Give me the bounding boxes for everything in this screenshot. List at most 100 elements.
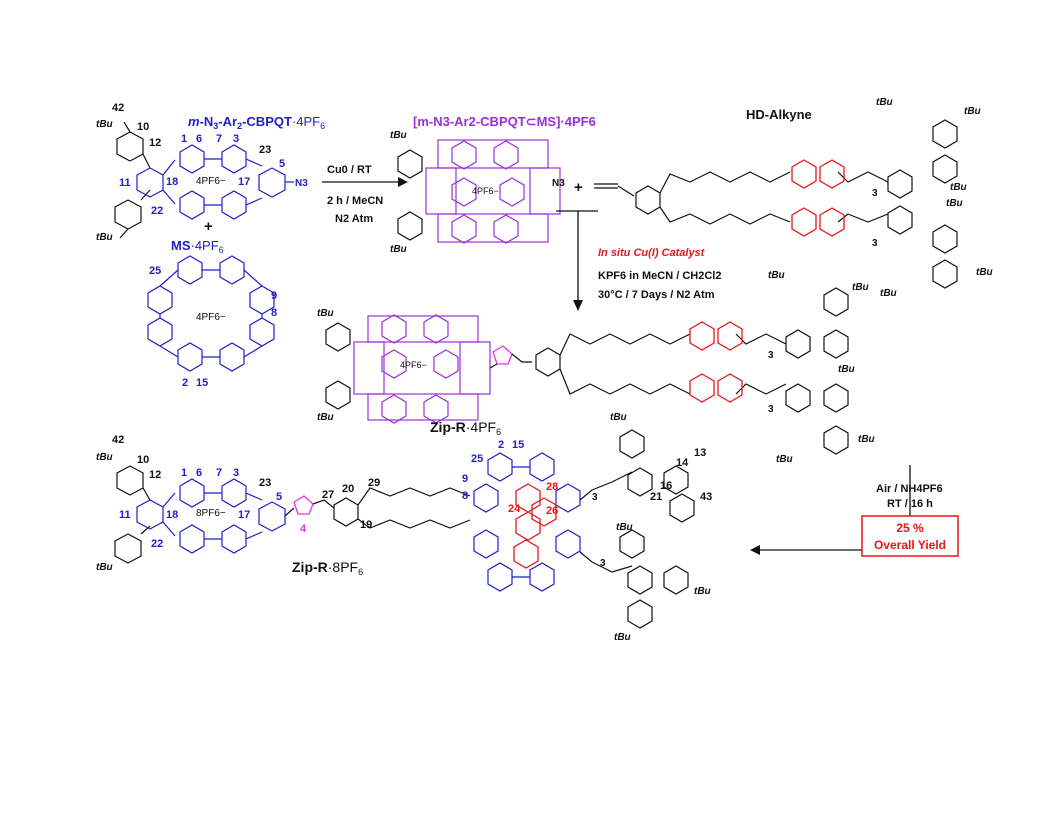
tbu-label: tBu: [614, 632, 631, 643]
zip4-structure: 4PF6− 3 3 tBu tBu tBu tBu tBu tBu tBu Zi…: [317, 270, 875, 465]
counterion-4pf6: 4PF6−: [472, 186, 499, 196]
locant-25: 25: [471, 453, 483, 465]
step2-catalyst: In situ Cu(I) Catalyst: [598, 247, 706, 259]
locant-23: 23: [259, 477, 271, 489]
locant-27: 27: [322, 489, 334, 501]
locant-18: 18: [166, 509, 178, 521]
tbu-label: tBu: [880, 288, 897, 299]
locant-1: 1: [181, 133, 187, 145]
step1-condition-2: 2 h / MeCN: [327, 195, 383, 207]
locant-3: 3: [233, 133, 239, 145]
cbpqt-title: m-N3-Ar2-CBPQT·4PF6: [188, 114, 325, 131]
locant-28: 28: [546, 481, 558, 493]
step2-condition-2: 30°C / 7 Days / N2 Atm: [598, 289, 715, 301]
tbu-label: tBu: [858, 434, 875, 445]
counterion-8pf6: 8PF6−: [196, 508, 226, 519]
zip4-title: Zip-R·4PF6: [430, 419, 501, 437]
locant-1: 1: [181, 467, 187, 479]
locant-22: 22: [151, 205, 163, 217]
tbu-label: tBu: [694, 586, 711, 597]
locant-12: 12: [149, 469, 161, 481]
zip8-structure: 42 tBu 10 12 1 6 7 3 23 5 27 20 29 19 11…: [96, 412, 712, 643]
locant-3: 3: [233, 467, 239, 479]
tbu-label: tBu: [852, 282, 869, 293]
tbu-label: tBu: [616, 522, 633, 533]
locant-16: 16: [660, 480, 672, 492]
step1-condition-3: N2 Atm: [335, 213, 373, 225]
locant-7: 7: [216, 467, 222, 479]
repeat-index: 3: [872, 238, 878, 249]
locant-9: 9: [271, 290, 277, 302]
tbu-label: tBu: [96, 119, 113, 130]
tbu-label: tBu: [838, 364, 855, 375]
yield-label: Overall Yield: [874, 538, 946, 552]
cbpqt-structure: m-N3-Ar2-CBPQT·4PF6: [96, 102, 325, 243]
locant-8: 8: [271, 307, 277, 319]
tbu-label: tBu: [768, 270, 785, 281]
repeat-index: 3: [872, 188, 878, 199]
tbu-label: tBu: [950, 182, 967, 193]
tbu-label: tBu: [610, 412, 627, 423]
repeat-index: 3: [600, 558, 606, 569]
repeat-index: 3: [768, 350, 774, 361]
locant-18: 18: [166, 176, 178, 188]
locant-5: 5: [279, 158, 285, 170]
locant-42: 42: [112, 102, 124, 114]
locant-9: 9: [462, 473, 468, 485]
locant-29: 29: [368, 477, 380, 489]
tbu-label: tBu: [390, 244, 407, 255]
locant-14: 14: [676, 457, 689, 469]
locant-12: 12: [149, 137, 161, 149]
locant-17: 17: [238, 176, 250, 188]
ms-structure: MS·4PF6 25 9 8 2 15 4PF6−: [147, 238, 277, 389]
yield-value: 25 %: [896, 521, 924, 535]
step2-condition-1: KPF6 in MeCN / CH2Cl2: [598, 270, 721, 282]
locant-6: 6: [196, 467, 202, 479]
step3-condition-2: RT / 16 h: [887, 498, 933, 510]
locant-43: 43: [700, 491, 712, 503]
counterion-4pf6: 4PF6−: [400, 360, 427, 370]
locant-10: 10: [137, 121, 149, 133]
plus-sign: +: [574, 179, 583, 196]
repeat-index: 3: [768, 404, 774, 415]
step2-arrow: In situ Cu(I) Catalyst KPF6 in MeCN / CH…: [556, 210, 721, 311]
zip8-title: Zip-R·8PF6: [292, 559, 363, 577]
step1-arrow: Cu0 / RT 2 h / MeCN N2 Atm: [322, 164, 408, 225]
azide-label: N3: [295, 178, 308, 189]
locant-25: 25: [149, 265, 161, 277]
tbu-label: tBu: [964, 106, 981, 117]
ms-title: MS·4PF6: [171, 238, 224, 255]
tbu-label: tBu: [776, 454, 793, 465]
locant-11: 11: [119, 177, 131, 189]
locant-13: 13: [694, 447, 706, 459]
locant-4: 4: [300, 523, 307, 535]
tbu-label: tBu: [317, 308, 334, 319]
tbu-label: tBu: [96, 452, 113, 463]
locant-2: 2: [182, 377, 188, 389]
tbu-label: tBu: [876, 97, 893, 108]
complex-structure: [m-N3-Ar2-CBPQT⊂MS]·4PF6 4PF6− N3 tBu tB…: [390, 114, 596, 255]
tbu-label: tBu: [317, 412, 334, 423]
locant-26: 26: [546, 505, 558, 517]
step3-condition-1: Air / NH4PF6: [876, 483, 943, 495]
locant-24: 24: [508, 503, 521, 515]
plus-sign: +: [204, 218, 213, 235]
complex-title: [m-N3-Ar2-CBPQT⊂MS]·4PF6: [413, 114, 596, 129]
step1-condition-1: Cu0 / RT: [327, 164, 372, 176]
locant-6: 6: [196, 133, 202, 145]
locant-11: 11: [119, 509, 131, 521]
locant-2: 2: [498, 439, 504, 451]
locant-15: 15: [512, 439, 524, 451]
hd-alkyne-structure: HD-Alkyne 3 3 tBu tBu tBu tBu: [594, 97, 993, 299]
repeat-index: 3: [592, 492, 598, 503]
locant-5: 5: [276, 491, 282, 503]
locant-42: 42: [112, 434, 124, 446]
counterion-4pf6: 4PF6−: [196, 312, 226, 323]
locant-10: 10: [137, 454, 149, 466]
locant-19: 19: [360, 519, 372, 531]
locant-20: 20: [342, 483, 354, 495]
locant-17: 17: [238, 509, 250, 521]
tbu-label: tBu: [946, 198, 963, 209]
